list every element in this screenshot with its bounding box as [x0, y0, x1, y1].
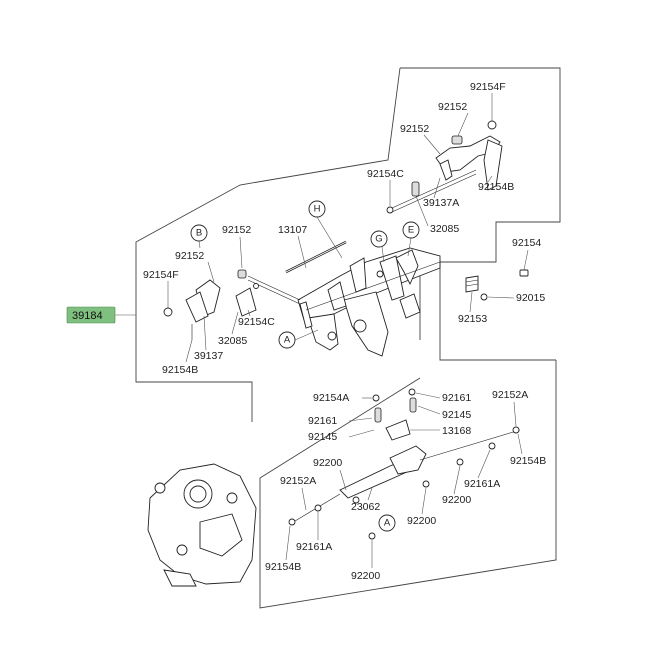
- label-92161a-left: 92161A: [296, 541, 332, 553]
- label-92145-left: 92145: [308, 431, 337, 443]
- label-92154: 92154: [512, 237, 541, 249]
- label-23062: 23062: [351, 501, 380, 513]
- label-92154a: 92154A: [313, 392, 349, 404]
- svg-text:E: E: [408, 225, 414, 236]
- label-92154c-top: 92154C: [367, 168, 404, 180]
- left-lever-assembly: [163, 269, 301, 340]
- label-92154b-right: 92154B: [510, 455, 546, 467]
- label-32085-top: 32085: [430, 223, 459, 235]
- svg-text:H: H: [314, 204, 321, 215]
- label-92154b-left: 92154B: [162, 364, 198, 376]
- upper-left-frame: [135, 67, 401, 422]
- label-92154c-left: 92154C: [238, 316, 275, 328]
- lower-pedal-assembly: [288, 426, 521, 540]
- label-92154b-top: 92154B: [478, 181, 514, 193]
- main-part-number: 39184: [72, 310, 103, 322]
- label-13107: 13107: [278, 224, 307, 236]
- label-92152-d: 92152: [175, 250, 204, 262]
- middle-springs: [372, 388, 417, 441]
- mid-frame: [419, 261, 496, 340]
- label-92200-bottom: 92200: [351, 570, 380, 582]
- label-92153: 92153: [458, 313, 487, 325]
- label-32085-left: 32085: [218, 335, 247, 347]
- label-92152a-right: 92152A: [492, 389, 528, 401]
- ref-circle-g: G: [370, 230, 388, 263]
- label-92161-left: 92161: [308, 415, 337, 427]
- upper-lever-assembly: [386, 120, 503, 214]
- ref-circle-a-upper: A: [278, 329, 319, 349]
- ref-circle-e: E: [402, 221, 420, 257]
- label-92200-top: 92200: [313, 457, 342, 469]
- main-part-tag: 39184: [66, 306, 136, 324]
- label-92200-mid: 92200: [407, 515, 436, 527]
- svg-text:B: B: [196, 228, 202, 239]
- ref-circle-h: H: [308, 200, 343, 259]
- central-frame-assembly: [297, 247, 441, 357]
- right-fasteners: [465, 269, 529, 301]
- lower-frame: [259, 360, 557, 609]
- label-92152a-left: 92152A: [280, 475, 316, 487]
- label-92015: 92015: [516, 292, 545, 304]
- label-92154f-top: 92154F: [470, 81, 506, 93]
- label-39137: 39137: [194, 350, 223, 362]
- label-92152-b: 92152: [400, 123, 429, 135]
- label-39137a: 39137A: [423, 197, 459, 209]
- svg-text:G: G: [375, 234, 382, 245]
- long-rod: [285, 240, 347, 274]
- engine-housing: [147, 463, 257, 587]
- svg-text:A: A: [284, 335, 291, 346]
- svg-text:A: A: [384, 518, 391, 529]
- label-92145-right: 92145: [442, 409, 471, 421]
- label-92154b-bottom: 92154B: [265, 561, 301, 573]
- label-92200-right: 92200: [442, 494, 471, 506]
- label-group: 92154F 92152 92152 92154C 92154B 39137A …: [143, 81, 546, 582]
- label-92152-a: 92152: [438, 101, 467, 113]
- label-92161-right: 92161: [442, 392, 471, 404]
- label-92154f-left: 92154F: [143, 269, 179, 281]
- ref-circle-b: B: [190, 224, 208, 249]
- ref-circle-a-lower: A: [378, 514, 396, 532]
- label-92161a-right: 92161A: [464, 478, 500, 490]
- label-92152-c: 92152: [222, 224, 251, 236]
- upper-right-frame: [400, 67, 561, 361]
- label-13168: 13168: [442, 425, 471, 437]
